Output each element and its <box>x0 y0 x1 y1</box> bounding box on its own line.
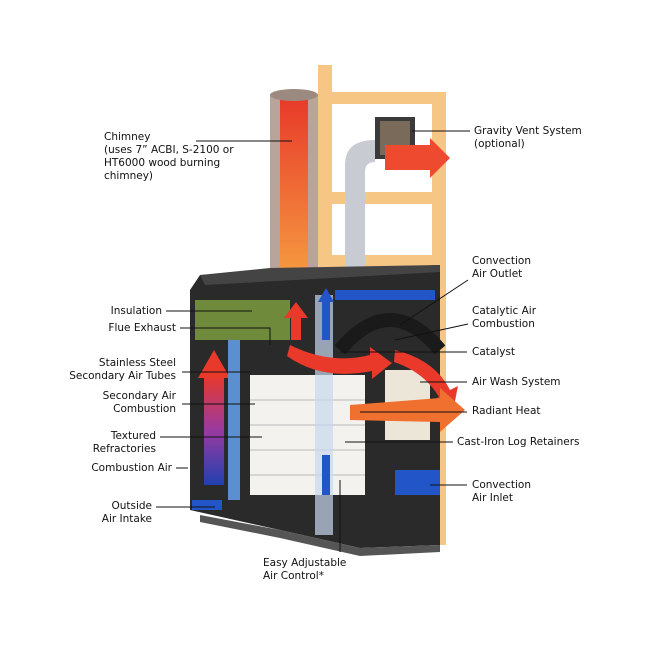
label-line: Secondary Air Tubes <box>69 370 176 382</box>
label-line: Radiant Heat <box>472 405 541 417</box>
label-line: chimney) <box>104 170 153 182</box>
refractory <box>250 375 365 495</box>
label-line: Convection <box>472 255 531 267</box>
label-gravity-vent: Gravity Vent System(optional) <box>474 125 582 151</box>
label-line: Catalytic Air <box>472 305 537 317</box>
label-log-retainers: Cast-Iron Log Retainers <box>457 436 580 449</box>
label-line: Convection <box>472 479 531 491</box>
label-line: Catalyst <box>472 346 516 358</box>
leader-lines <box>156 130 470 552</box>
label-combustion-air: Combustion Air <box>91 462 172 475</box>
combustion-air-arrow <box>204 375 224 485</box>
label-line: Gravity Vent System <box>474 125 582 137</box>
label-line: Cast-Iron Log Retainers <box>457 436 580 448</box>
vent-arrow <box>385 138 450 178</box>
label-line: Air Inlet <box>472 492 514 504</box>
label-catalyst: Catalyst <box>472 346 515 359</box>
label-air-wash: Air Wash System <box>472 376 561 389</box>
label-line: Air Intake <box>101 513 152 525</box>
label-line: Stainless Steel <box>98 357 176 369</box>
label-line: Air Control* <box>263 570 324 582</box>
label-flue-exhaust: Flue Exhaust <box>108 322 176 335</box>
insulation-layer <box>195 300 290 340</box>
label-line: Easy Adjustable <box>263 557 347 569</box>
label-line: Chimney <box>104 131 151 143</box>
label-line: Combustion <box>113 403 176 415</box>
label-line: Air Wash System <box>472 376 561 388</box>
label-line: Air Outlet <box>472 268 523 280</box>
label-line: Refractories <box>92 443 156 455</box>
label-line: Textured <box>110 430 156 442</box>
label-line: Flue Exhaust <box>108 322 176 334</box>
label-insulation: Insulation <box>111 305 162 318</box>
cold-air-arrows <box>192 288 440 510</box>
label-line: Secondary Air <box>102 390 176 402</box>
label-line: (uses 7” ACBI, S-2100 or <box>104 144 234 156</box>
label-radiant-heat: Radiant Heat <box>472 405 541 418</box>
hot-air-arrows <box>284 302 465 432</box>
label-line: Insulation <box>110 305 162 317</box>
label-line: HT6000 wood burning <box>104 157 221 169</box>
label-line: Combustion Air <box>91 462 172 474</box>
label-line: Outside <box>111 500 152 512</box>
label-line: (optional) <box>474 138 525 150</box>
label-line: Combustion <box>472 318 535 330</box>
